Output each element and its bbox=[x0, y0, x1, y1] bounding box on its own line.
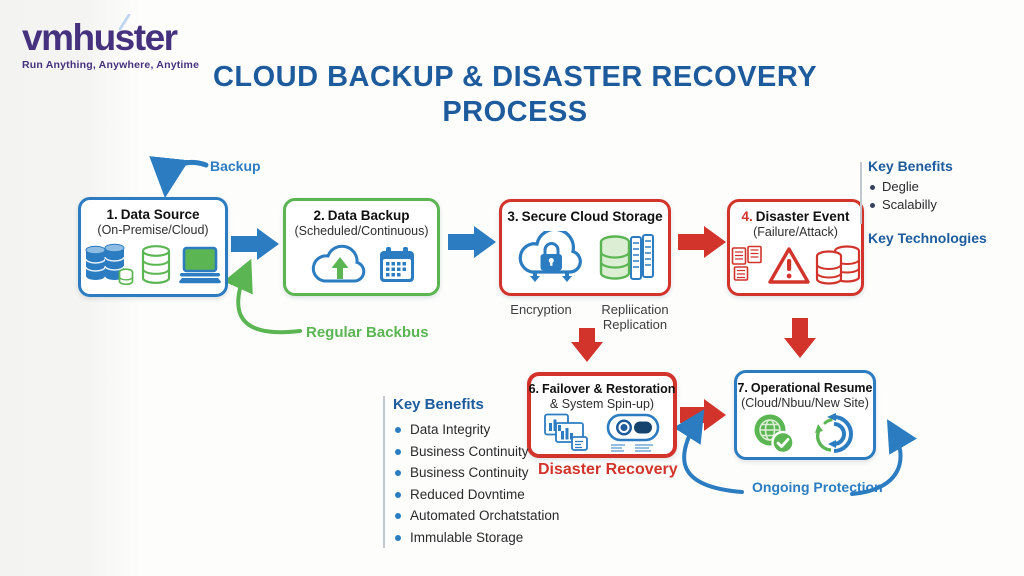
database-icon bbox=[141, 244, 171, 284]
benefit-item: Business Continuity bbox=[393, 441, 583, 463]
warning-triangle-icon bbox=[767, 246, 810, 284]
box-data-source: 1.Data Source (On-Premise/Cloud) bbox=[78, 197, 228, 297]
box-number: 2. bbox=[313, 208, 325, 223]
encryption-label: Encryption bbox=[510, 302, 572, 317]
box-data-backup-icons bbox=[304, 238, 420, 293]
server-storage-icon bbox=[599, 234, 654, 280]
key-technologies-title: Key Technologies bbox=[868, 230, 987, 246]
box-disaster-event-subtitle: (Failure/Attack) bbox=[753, 225, 838, 239]
flow-arrow-3-4 bbox=[678, 226, 726, 258]
benefit-item: Business Continuity bbox=[393, 462, 583, 484]
page-title-line2: PROCESS bbox=[442, 96, 588, 128]
box-number: 1. bbox=[106, 207, 118, 222]
logo: vmhuster Run Anything, Anywhere, Anytime bbox=[22, 14, 200, 71]
cloud-lock-icon bbox=[518, 231, 582, 282]
flow-arrow-4-7 bbox=[784, 318, 816, 358]
logo-wordmark: vmhuster bbox=[22, 17, 178, 58]
globe-check-icon bbox=[754, 414, 795, 455]
benefit-item: Immulable Storage bbox=[393, 527, 583, 549]
database-stack-icon bbox=[85, 243, 134, 285]
flow-arrow-6-7 bbox=[680, 399, 726, 431]
box-number: 4. bbox=[741, 209, 753, 224]
box-secure-cloud-storage-icons bbox=[510, 225, 660, 293]
flow-arrow-3-6 bbox=[571, 328, 603, 362]
box-secure-cloud-storage: 3.Secure Cloud Storage bbox=[499, 199, 671, 296]
benefit-item: Scalabilly bbox=[868, 196, 1018, 214]
calendar-icon bbox=[379, 246, 414, 282]
box-operational-resume-icons bbox=[746, 410, 864, 460]
box-disaster-event: 4.Disaster Event (Failure/Attack) bbox=[727, 199, 864, 296]
box-data-backup-title: 2.Data Backup bbox=[313, 208, 410, 223]
box-data-source-title: 1.Data Source bbox=[106, 207, 200, 222]
toggle-switch-icon bbox=[606, 413, 660, 452]
box-failover-restoration-title: 6.Failover & Restoration bbox=[528, 382, 676, 396]
box-number: 3. bbox=[507, 209, 519, 224]
box-operational-resume: 7.Operational Resume (Cloud/Nbuu/New Sit… bbox=[734, 370, 876, 460]
ongoing-protection-label: Ongoing Protection bbox=[752, 479, 883, 495]
sync-arrows-icon bbox=[815, 413, 853, 453]
laptop-icon bbox=[179, 246, 221, 283]
benefit-item: Automated Orchatstation bbox=[393, 505, 583, 527]
box-disaster-event-title: 4.Disaster Event bbox=[741, 209, 850, 224]
box-data-backup: 2.Data Backup (Scheduled/Continuous) bbox=[283, 198, 440, 296]
backup-curved-arrow bbox=[149, 156, 209, 198]
key-benefits-title: Key Benefits bbox=[868, 158, 953, 174]
logo-tagline: Run Anything, Anywhere, Anytime bbox=[22, 59, 200, 71]
bottom-panel-divider bbox=[383, 396, 385, 548]
box-data-backup-subtitle: (Scheduled/Continuous) bbox=[294, 224, 429, 238]
box-data-source-subtitle: (On-Premise/Cloud) bbox=[97, 223, 209, 237]
key-benefits-bottom-list: Data Integrity Business Continuity Busin… bbox=[393, 419, 583, 548]
benefit-item: Reduced Dovntime bbox=[393, 484, 583, 506]
flow-arrow-1-2 bbox=[231, 228, 279, 260]
corrupted-files-icon bbox=[731, 245, 762, 281]
box-number: 6. bbox=[528, 382, 540, 396]
box-operational-resume-title: 7.Operational Resume bbox=[737, 381, 873, 395]
box-secure-cloud-storage-title: 3.Secure Cloud Storage bbox=[507, 209, 663, 224]
recovery-dashboard-icon bbox=[544, 413, 588, 451]
box-number: 7. bbox=[737, 381, 748, 395]
page-title-line1: CLOUD BACKUP & DISASTER RECOVERY bbox=[212, 61, 818, 93]
benefit-item: Data Integrity bbox=[393, 419, 583, 441]
database-failure-icon bbox=[815, 245, 860, 285]
flow-arrow-2-3 bbox=[448, 226, 496, 258]
regular-backbus-label: Regular Backbus bbox=[306, 324, 429, 341]
box-failover-restoration-icons bbox=[539, 411, 665, 459]
bottom-panel: Key Benefits Data Integrity Business Con… bbox=[393, 396, 583, 548]
key-benefits-bottom-title: Key Benefits bbox=[393, 396, 484, 413]
backup-label: Backup bbox=[210, 158, 261, 174]
disaster-recovery-label: Disaster Recovery bbox=[538, 461, 678, 478]
right-panel: Key Benefits Deglie Scalabilly Key Techn… bbox=[868, 158, 1018, 250]
replication-label: Repliication Replication bbox=[601, 302, 669, 332]
cloud-upload-icon bbox=[311, 244, 365, 283]
box-failover-restoration-subtitle: & System Spin-up) bbox=[549, 397, 655, 411]
benefit-item: Deglie bbox=[868, 178, 1018, 196]
box-operational-resume-subtitle: (Cloud/Nbuu/New Site) bbox=[741, 396, 869, 410]
box-disaster-event-icons bbox=[727, 239, 865, 293]
right-panel-divider bbox=[860, 162, 862, 224]
logo-check-icon bbox=[118, 14, 131, 31]
key-benefits-list: Deglie Scalabilly bbox=[868, 178, 1018, 214]
box-failover-restoration: 6.Failover & Restoration & System Spin-u… bbox=[527, 372, 677, 458]
page-title: CLOUD BACKUP & DISASTER RECOVERY PROCESS bbox=[185, 60, 845, 130]
box-data-source-icons bbox=[79, 237, 227, 294]
